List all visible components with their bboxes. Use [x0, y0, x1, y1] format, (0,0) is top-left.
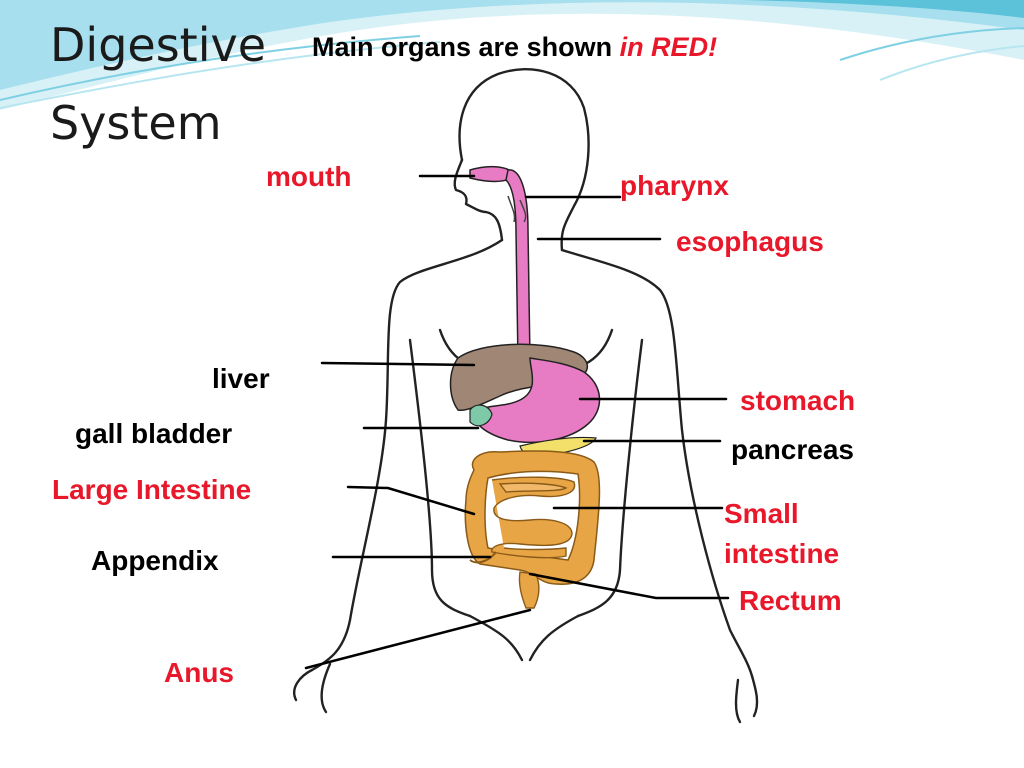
left-arm-outline: [310, 238, 504, 672]
rectum-shape: [518, 571, 540, 609]
subtitle-text: Main organs are shown: [312, 32, 620, 62]
slide-title-line-1: Digestive: [50, 18, 267, 72]
label-anus: Anus: [164, 657, 234, 688]
leader-large-intestine: [346, 485, 476, 516]
stomach-shape: [474, 357, 601, 443]
small-intestine-coils: [491, 476, 576, 559]
leader-rectum: [528, 572, 730, 600]
left-torso-outline: [408, 338, 472, 618]
right-arm-outline: [560, 248, 754, 678]
label-small-intestine-line-2: intestine: [724, 538, 840, 569]
face-profile: [453, 158, 504, 242]
label-small-intestine-line-1: Small: [724, 498, 799, 529]
appendix-shape: [469, 551, 497, 564]
label-stomach: stomach: [740, 385, 856, 416]
throat-structures: [507, 195, 527, 223]
label-mouth: mouth: [266, 161, 352, 192]
slide-title-line-2: System: [50, 96, 222, 150]
left-hand-outline: [293, 662, 332, 714]
label-rectum: Rectum: [739, 585, 842, 616]
slide-subtitle: Main organs are shown in RED!: [312, 32, 717, 63]
subtitle-highlight: in RED!: [619, 32, 718, 62]
label-gall-bladder: gall bladder: [75, 418, 233, 449]
label-pharynx: pharynx: [620, 170, 729, 201]
label-esophagus: esophagus: [676, 226, 824, 257]
label-liver: liver: [212, 363, 270, 394]
label-large-intestine: Large Intestine: [52, 474, 252, 505]
label-pancreas: pancreas: [731, 434, 854, 465]
leader-liver: [320, 361, 476, 367]
gall-bladder-shape: [469, 404, 493, 427]
leader-anus: [304, 608, 532, 670]
label-appendix: Appendix: [91, 545, 219, 576]
right-hand-outline: [734, 674, 759, 724]
header-wave-decoration: [0, 0, 1024, 110]
leg-split-outline: [468, 614, 580, 662]
leader-lines: [304, 174, 730, 670]
head-outline: [458, 67, 590, 252]
